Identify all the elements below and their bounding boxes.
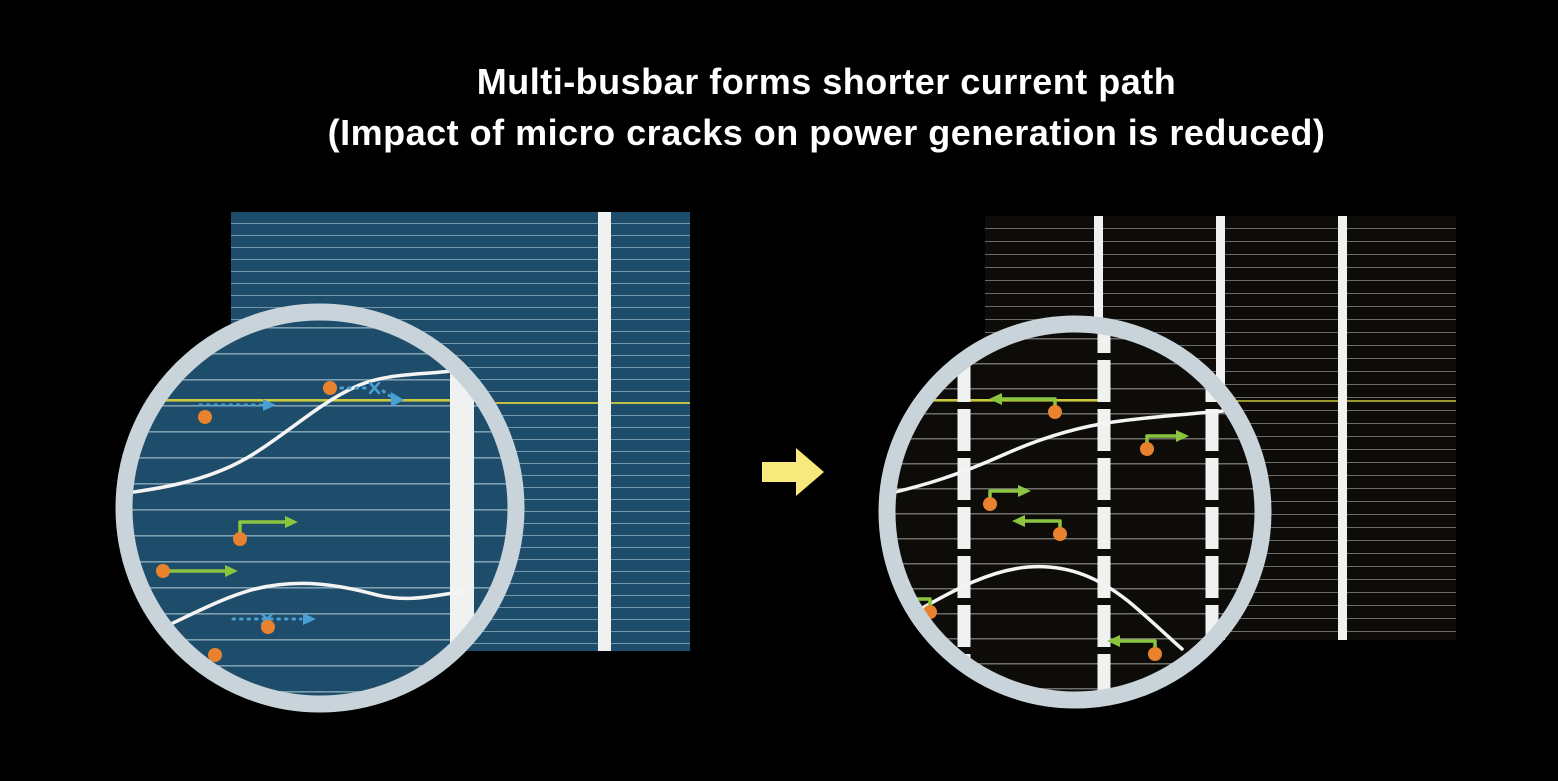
arrowhead-right-icon [1018, 485, 1031, 497]
electron-dot [208, 648, 222, 662]
arrowhead-left-icon [989, 393, 1002, 405]
magnifier-left [115, 303, 525, 713]
busbar [1338, 216, 1347, 640]
micro-crack-line [895, 409, 1225, 499]
electron-dot [198, 410, 212, 424]
electron-dot [323, 381, 337, 395]
magnified-cell-right [895, 332, 1255, 692]
magnifier-right [878, 315, 1272, 709]
finger-lines [132, 320, 508, 696]
arrowhead-right-icon [1176, 430, 1189, 442]
arrowhead-right-icon [225, 565, 238, 577]
arrowhead-left-icon [1012, 515, 1025, 527]
electron-dot [261, 620, 275, 634]
diagram-title: Multi-busbar forms shorter current path … [95, 56, 1558, 158]
long-current-path-arrows [198, 381, 404, 626]
title-line-1: Multi-busbar forms shorter current path [476, 61, 1177, 102]
arrowhead-right-icon [391, 392, 404, 407]
magnifier-ring [878, 315, 1272, 709]
electron-dots [923, 405, 1162, 661]
arrowhead-right-icon [303, 613, 316, 625]
blocked-x-icon [368, 381, 381, 395]
micro-crack-line [132, 369, 453, 497]
electron-dot [1048, 405, 1062, 419]
transition-arrow-icon [762, 448, 824, 496]
highlighted-finger-line [132, 399, 508, 402]
title-line-2: (Impact of micro cracks on power generat… [327, 112, 1326, 153]
electron-dots [156, 381, 337, 662]
electron-dot [1148, 647, 1162, 661]
micro-crack-line [904, 564, 1184, 651]
finger-lines [895, 332, 1255, 692]
electron-dot [1140, 442, 1154, 456]
electron-dot [156, 564, 170, 578]
arrowhead-left-icon [1107, 635, 1120, 647]
micro-crack-line [132, 581, 469, 647]
magnified-cell-left [132, 320, 508, 696]
busbar [598, 212, 611, 651]
electron-dot [983, 497, 997, 511]
electron-dot [233, 532, 247, 546]
electron-dot [1053, 527, 1067, 541]
arrowhead-right-icon [263, 399, 276, 411]
arrowhead-right-icon [285, 516, 298, 528]
magnifier-ring [115, 303, 525, 713]
